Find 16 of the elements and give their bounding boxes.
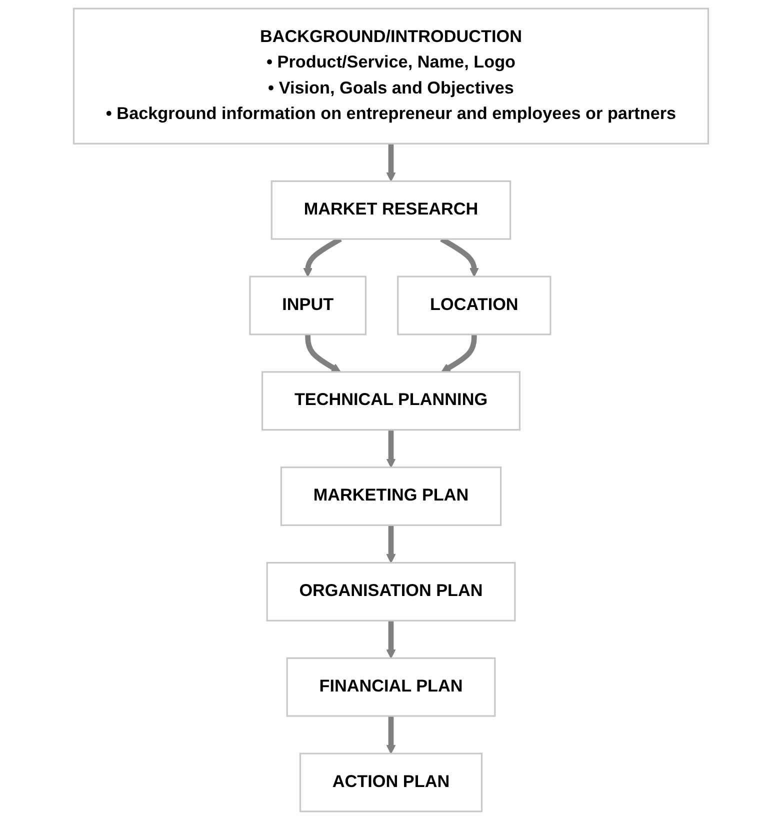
- node-box: [286, 657, 496, 717]
- node-box: [270, 180, 512, 240]
- arrow: [441, 334, 477, 372]
- node-box: [397, 276, 552, 336]
- arrow: [386, 716, 396, 754]
- arrow: [386, 430, 396, 468]
- arrow: [386, 144, 396, 182]
- arrow: [386, 525, 396, 564]
- node-box: [299, 752, 483, 812]
- node-box: [280, 466, 502, 526]
- arrow: [386, 620, 396, 659]
- arrow: [305, 334, 341, 372]
- node-box: [249, 276, 367, 336]
- node-box: [261, 371, 521, 431]
- node-box: [266, 562, 516, 622]
- node-box: [72, 8, 710, 144]
